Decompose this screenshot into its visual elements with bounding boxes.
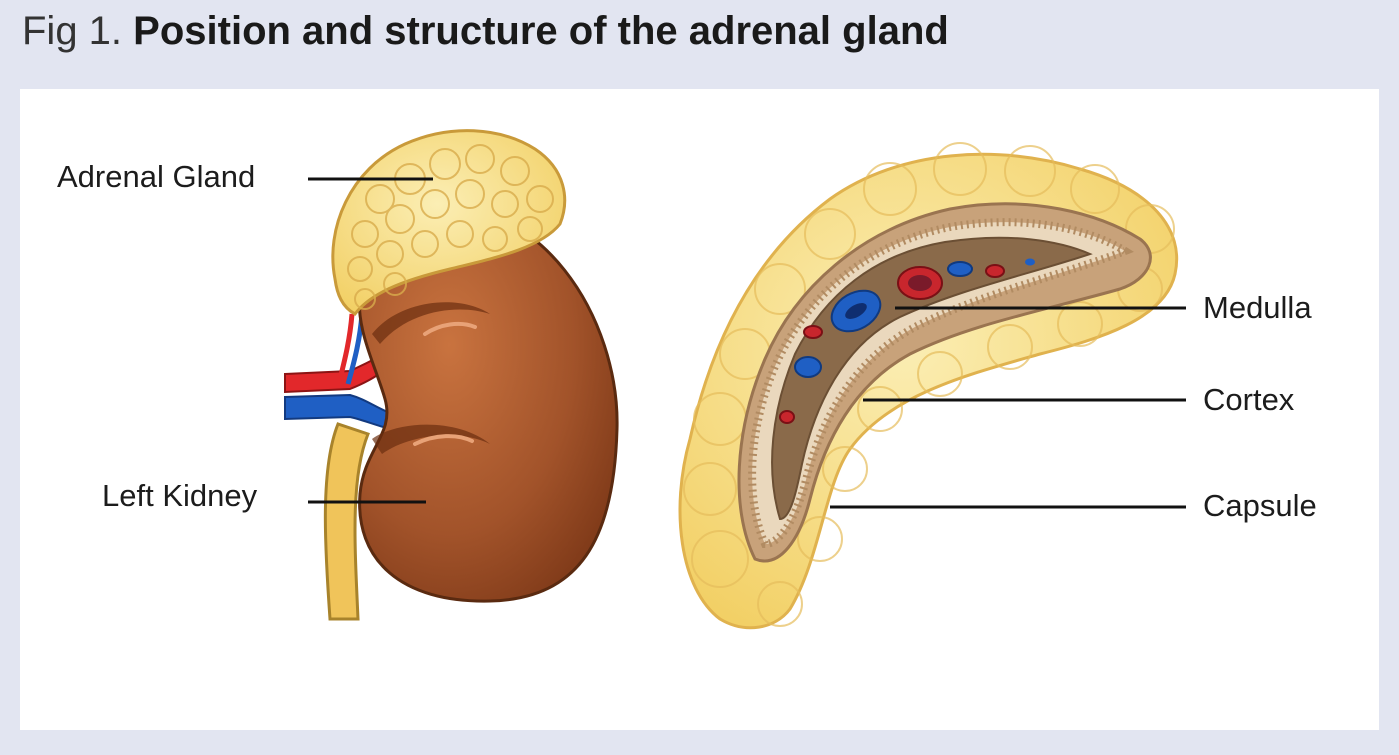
adrenal-cross-section <box>678 142 1179 630</box>
diagram-panel: Adrenal Gland Left Kidney Medulla Cortex… <box>20 89 1379 730</box>
kidney-illustration <box>284 129 619 621</box>
figure-number: Fig 1. <box>22 9 123 53</box>
label-left-kidney: Left Kidney <box>102 478 258 513</box>
figure-title: Fig 1. Position and structure of the adr… <box>22 6 949 56</box>
figure-heading: Position and structure of the adrenal gl… <box>133 9 949 53</box>
label-cortex: Cortex <box>1203 382 1295 417</box>
label-adrenal-gland: Adrenal Gland <box>57 159 256 194</box>
renal-vessels <box>284 313 394 431</box>
medulla-vessels <box>779 258 1035 424</box>
ureter <box>323 422 370 621</box>
adrenal-gland-cap <box>331 129 567 316</box>
label-medulla: Medulla <box>1203 290 1312 325</box>
leader-lines <box>308 177 1186 509</box>
anatomy-illustration <box>284 129 1186 630</box>
label-capsule: Capsule <box>1203 488 1317 523</box>
